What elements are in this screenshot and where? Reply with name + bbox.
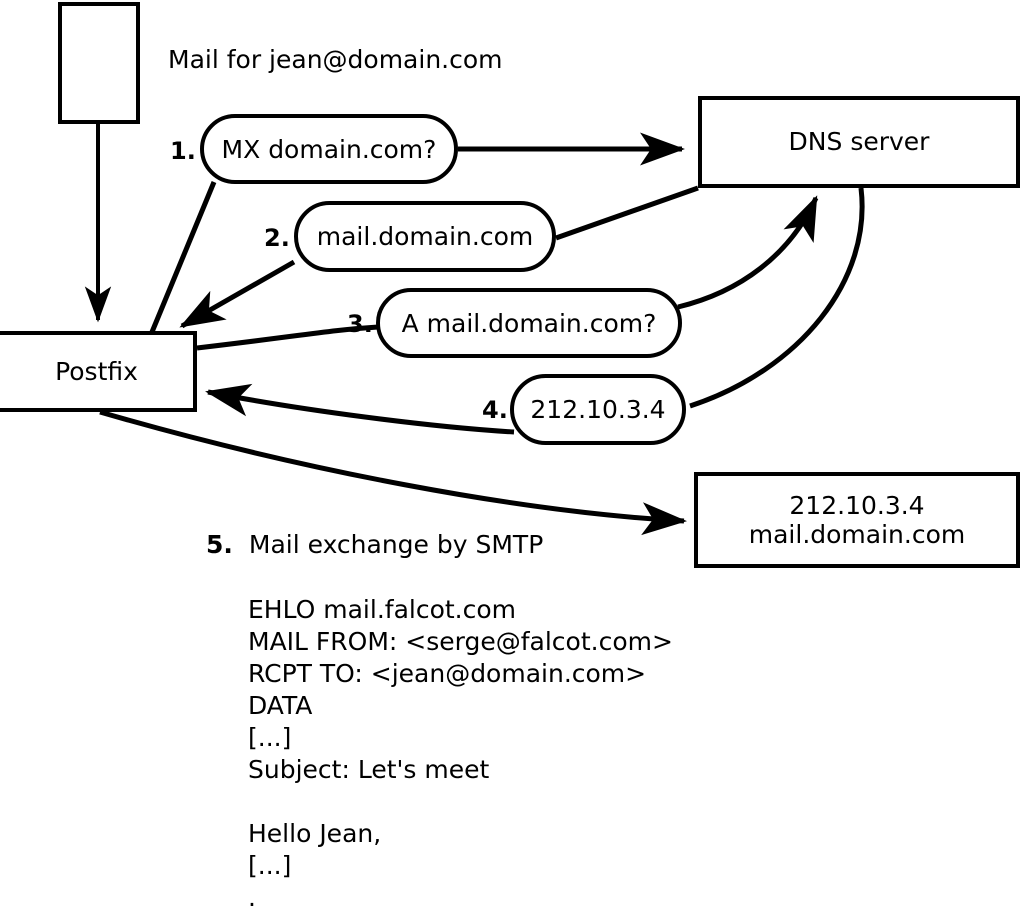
step-bubble-3-label: A mail.domain.com? xyxy=(401,308,657,338)
connector-postfix-to-step3 xyxy=(196,324,379,351)
node-remote-mail-server[interactable]: 212.10.3.4 mail.domain.com xyxy=(694,472,1020,568)
connector-postfix-to-step1 xyxy=(149,181,217,333)
node-dns-server-label: DNS server xyxy=(788,127,930,157)
step-bubble-1[interactable]: MX domain.com? xyxy=(200,114,458,184)
node-postfix[interactable]: Postfix xyxy=(0,331,197,412)
node-sender-client[interactable] xyxy=(58,2,140,124)
step-bubble-4[interactable]: 212.10.3.4 xyxy=(510,374,686,445)
connector-postfix-to-mailserver xyxy=(99,409,687,536)
node-dns-server[interactable]: DNS server xyxy=(698,96,1020,188)
node-remote-mail-server-host: mail.domain.com xyxy=(748,520,966,549)
node-remote-mail-server-ip: 212.10.3.4 xyxy=(789,490,925,520)
node-postfix-label: Postfix xyxy=(55,356,138,386)
connector-step2-to-postfix xyxy=(179,259,296,329)
connector-dns-to-step2 xyxy=(555,185,699,241)
step-bubble-3[interactable]: A mail.domain.com? xyxy=(376,288,682,358)
step-bubble-4-label: 212.10.3.4 xyxy=(530,395,666,424)
step-5-caption: 5. Mail exchange by SMTP xyxy=(206,530,543,559)
step-bubble-2[interactable]: mail.domain.com xyxy=(294,201,556,272)
step-number-4: 4. xyxy=(482,396,508,424)
step-number-5: 5. xyxy=(206,530,233,559)
connector-dns-to-step4 xyxy=(689,187,865,409)
connector-step3-to-dns xyxy=(677,195,819,310)
step-5-label: Mail exchange by SMTP xyxy=(248,530,544,559)
step-number-2: 2. xyxy=(264,224,290,252)
mail-for-note: Mail for jean@domain.com xyxy=(168,45,503,74)
step-bubble-2-label: mail.domain.com xyxy=(316,222,534,251)
smtp-transcript: EHLO mail.falcot.com MAIL FROM: <serge@f… xyxy=(248,595,673,912)
step-number-1: 1. xyxy=(170,137,196,165)
connector-step4-to-postfix xyxy=(205,383,515,435)
step-bubble-1-label: MX domain.com? xyxy=(221,134,437,164)
step-number-3: 3. xyxy=(347,310,373,338)
